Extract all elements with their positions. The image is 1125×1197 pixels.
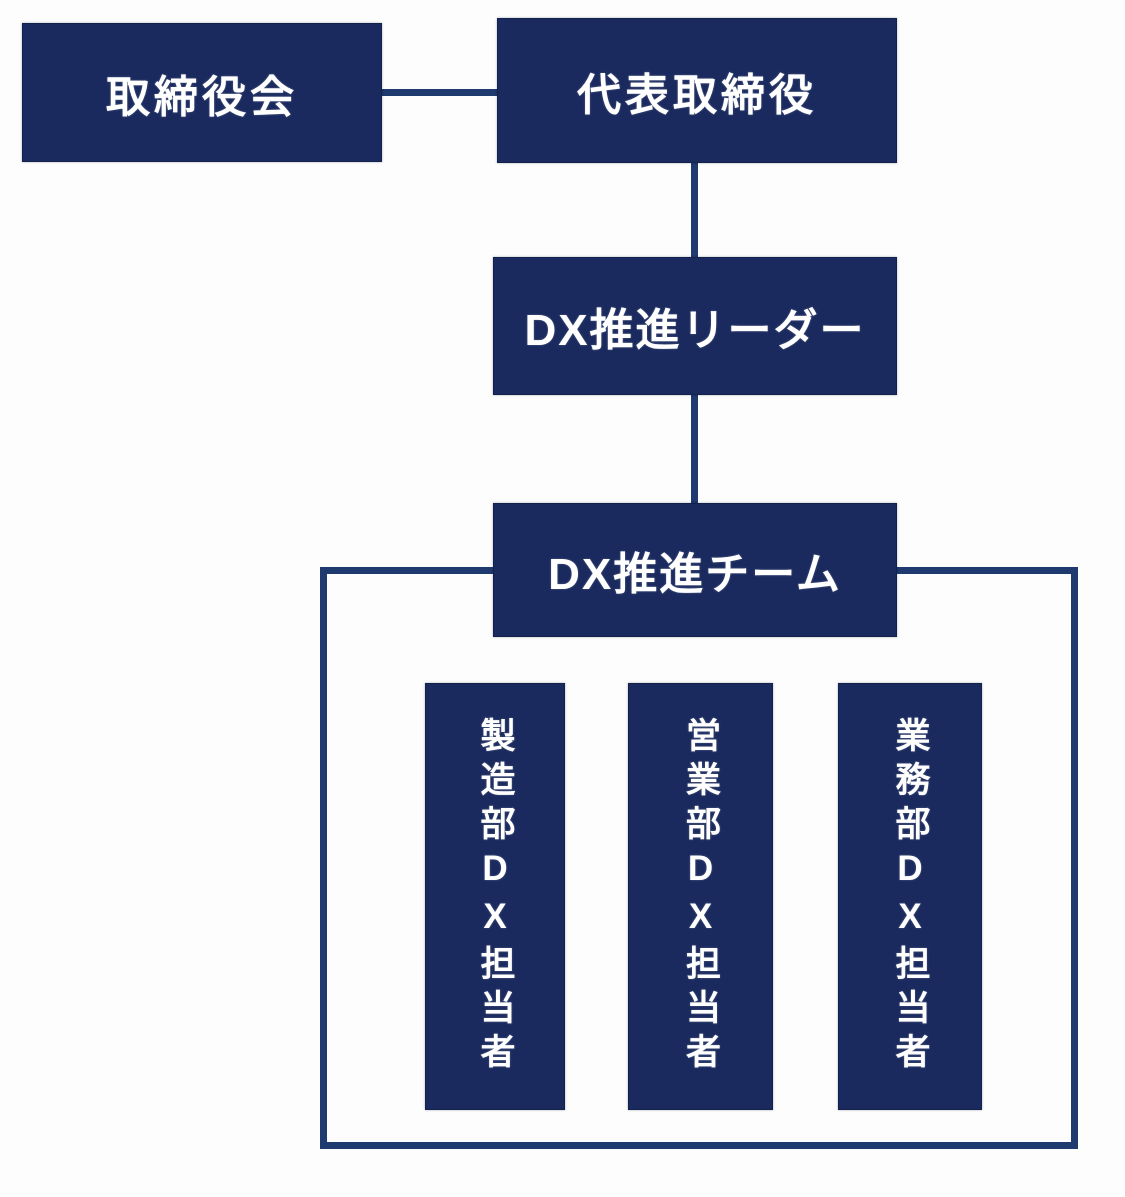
org-node-dx-team: DX推進チーム xyxy=(493,503,897,637)
org-node-representative-director-label: 代表取締役 xyxy=(577,70,817,120)
org-node-member-manufacturing: 製造部DX担当者 xyxy=(425,683,565,1110)
org-node-dx-team-label: DX推進チーム xyxy=(548,550,842,599)
org-node-dx-leader: DX推進リーダー xyxy=(493,257,897,395)
connector-leader-to-team xyxy=(691,394,698,504)
org-node-representative-director: 代表取締役 xyxy=(497,18,897,163)
org-node-member-sales-label: 営業部DX担当者 xyxy=(681,716,720,1077)
connector-director-to-leader xyxy=(691,162,698,258)
org-node-member-operations: 業務部DX担当者 xyxy=(838,683,982,1110)
org-node-board-label: 取締役会 xyxy=(106,72,298,122)
org-node-dx-leader-label: DX推進リーダー xyxy=(524,306,866,355)
org-node-board: 取締役会 xyxy=(22,23,382,162)
org-node-member-operations-label: 業務部DX担当者 xyxy=(890,716,930,1077)
org-node-member-manufacturing-label: 製造部DX担当者 xyxy=(475,716,515,1077)
connector-board-to-director xyxy=(382,89,497,96)
org-node-member-sales: 営業部DX担当者 xyxy=(628,683,773,1110)
